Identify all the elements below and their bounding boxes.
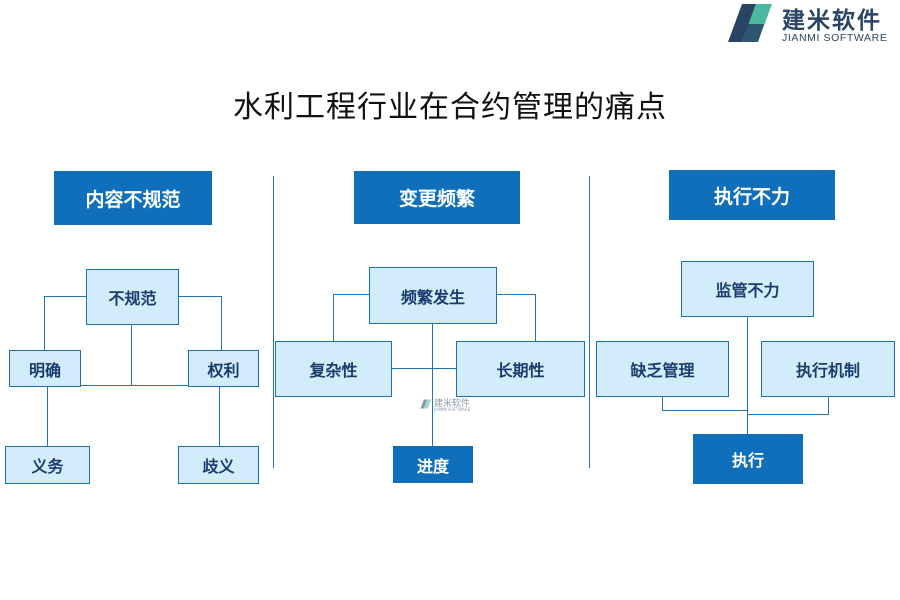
connector-line (747, 414, 829, 415)
page-title: 水利工程行业在合约管理的痛点 (233, 90, 667, 125)
node-obligations: 义务 (5, 446, 90, 484)
node-long-term: 长期性 (456, 341, 585, 397)
connector-line (496, 294, 536, 295)
node-ambiguity: 歧义 (178, 446, 259, 484)
connector-line (662, 410, 748, 411)
brand-name-cn: 建米软件 (782, 8, 882, 34)
node-progress: 进度 (393, 446, 473, 483)
node-poor-supervision: 监管不力 (681, 261, 814, 317)
connector-line (47, 385, 48, 446)
connector-line (44, 296, 45, 350)
node-nonstandard: 不规范 (86, 269, 179, 325)
connector-line (747, 317, 748, 434)
section-header-poor-execution: 执行不力 (669, 170, 835, 220)
node-frequent-occurrence: 频繁发生 (369, 267, 497, 324)
node-lack-of-management: 缺乏管理 (596, 341, 729, 397)
connector-line (391, 368, 456, 369)
watermark-name-cn: 建米软件 (434, 399, 471, 409)
connector-line (333, 294, 370, 295)
brand-logo: 建米软件 JIANMI SOFTWARE (724, 0, 900, 48)
connector-line (131, 325, 132, 385)
node-execution: 执行 (693, 434, 803, 484)
connector-line (44, 296, 86, 297)
connector-line (178, 296, 222, 297)
connector-line (662, 397, 663, 411)
node-rights: 权利 (188, 350, 259, 387)
section-divider (589, 176, 590, 468)
section-header-content-nonstandard: 内容不规范 (54, 171, 212, 225)
connector-line (432, 324, 433, 446)
connector-line (333, 294, 334, 341)
jianmi-logo-icon (728, 4, 772, 42)
node-clarity: 明确 (9, 350, 81, 387)
connector-line (219, 385, 220, 446)
brand-name-en: JIANMI SOFTWARE (782, 32, 888, 44)
node-execution-mechanism: 执行机制 (761, 341, 895, 397)
connector-line (221, 296, 222, 350)
connector-line (828, 397, 829, 414)
watermark: 建米软件 JIANMI SOFTWARE (420, 396, 480, 414)
connector-line (47, 385, 220, 386)
connector-line (535, 294, 536, 341)
watermark-name-en: JIANMI SOFTWARE (434, 407, 471, 412)
node-complexity: 复杂性 (275, 341, 392, 397)
jianmi-watermark-icon (420, 399, 432, 409)
section-divider (273, 176, 274, 468)
section-header-frequent-changes: 变更频繁 (354, 171, 520, 224)
